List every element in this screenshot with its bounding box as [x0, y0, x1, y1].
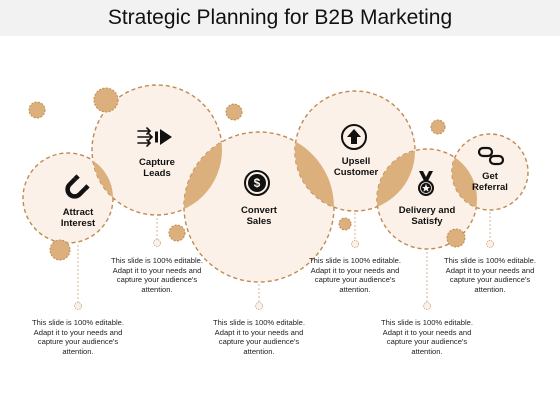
dot-8	[446, 228, 466, 248]
main-circles	[22, 84, 529, 283]
decorative-dots	[28, 87, 466, 261]
leader-lines	[77, 212, 491, 303]
dot-3	[225, 103, 243, 121]
title-band	[0, 0, 560, 36]
page-title: Strategic Planning for B2B Marketing	[107, 6, 453, 29]
step-label-upsell-customer: Upsell Customer	[333, 156, 379, 178]
step-description-get-referral: This slide is 100% editable. Adapt it to…	[443, 256, 537, 294]
step-description-delivery-satisfy: This slide is 100% editable. Adapt it to…	[380, 318, 474, 356]
step-label-get-referral: Get Referral	[472, 171, 508, 193]
overlap-4	[377, 149, 415, 211]
dollar-coin-icon: $	[244, 170, 270, 196]
magnet-icon	[65, 174, 90, 199]
step-description-upsell-customer: This slide is 100% editable. Adapt it to…	[308, 256, 402, 294]
medal-icon	[418, 171, 434, 196]
dot-2	[93, 87, 119, 113]
dot-4	[49, 239, 71, 261]
svg-text:$: $	[254, 176, 261, 190]
step-description-convert-sales: This slide is 100% editable. Adapt it to…	[212, 318, 306, 356]
step-label-capture-leads: Capture Leads	[139, 157, 175, 179]
chain-link-icon	[477, 146, 505, 166]
dot-1	[28, 101, 46, 119]
dot-6	[338, 217, 352, 231]
up-arrow-circle-icon	[341, 124, 367, 150]
dot-7	[430, 119, 446, 135]
step-label-delivery-satisfy: Delivery and Satisfy	[398, 205, 456, 227]
step-description-attract-interest: This slide is 100% editable. Adapt it to…	[31, 318, 125, 356]
dot-5	[168, 224, 186, 242]
step-label-convert-sales: Convert Sales	[241, 205, 277, 227]
step-description-capture-leads: This slide is 100% editable. Adapt it to…	[110, 256, 204, 294]
overlap-3	[295, 132, 334, 211]
funnel-arrows-icon	[137, 127, 172, 147]
step-label-attract-interest: Attract Interest	[60, 207, 96, 229]
leader-dots	[74, 239, 494, 310]
